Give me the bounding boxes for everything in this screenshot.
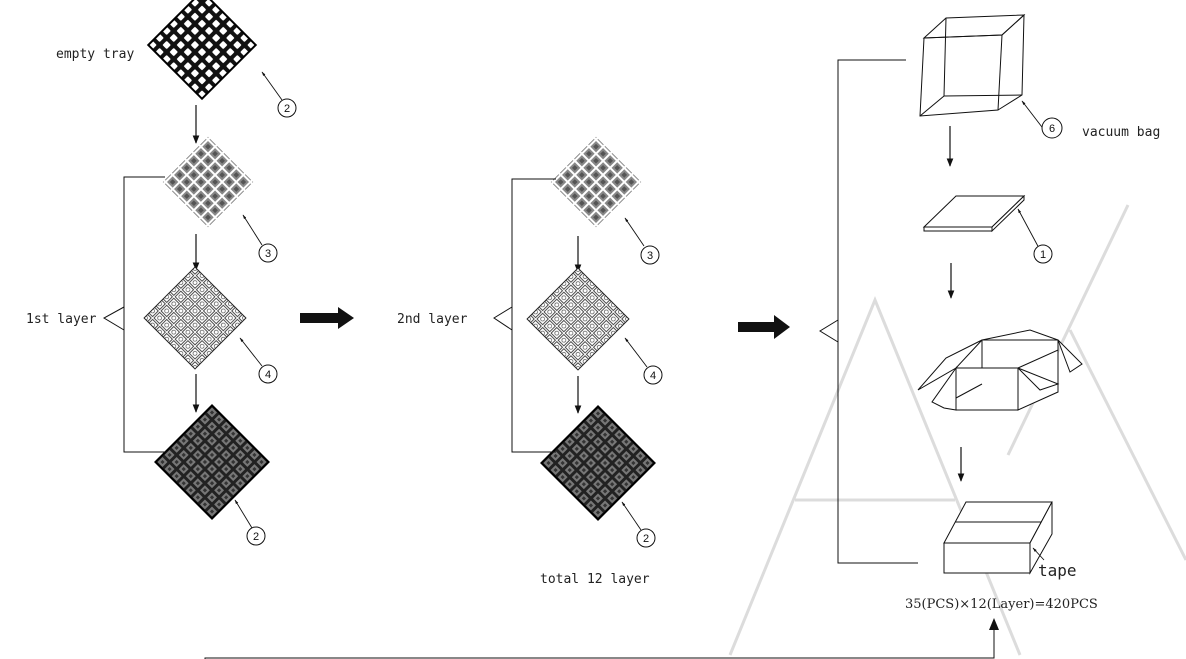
column-boxing: 6 vacuum bag 1: [819, 13, 1160, 612]
open-carton-icon: [917, 329, 1083, 411]
svg-text:3: 3: [647, 250, 653, 262]
total-layers-label: total 12 layer: [540, 572, 650, 587]
big-arrow-right-icon: [738, 315, 790, 339]
svg-text:3: 3: [265, 248, 271, 260]
big-arrow-right-icon: [300, 307, 354, 329]
column-second-layer: 3 4 2 2nd layer total 12 layer: [397, 136, 663, 587]
callout-4: 4: [258, 364, 278, 384]
chips-icon: [162, 136, 254, 228]
callout-1: 1: [1033, 244, 1053, 264]
return-line: [204, 618, 999, 659]
callout-3: 3: [258, 243, 278, 263]
insert-icon: [143, 266, 247, 370]
vacuum-bag-icon: [919, 13, 1026, 117]
callout-2: 2: [277, 98, 297, 118]
quantity-formula: 35(PCS)×12(Layer)=420PCS: [905, 597, 1098, 612]
callout-2: 2: [246, 526, 266, 546]
svg-text:2: 2: [643, 533, 649, 545]
svg-text:2: 2: [284, 103, 290, 115]
tape-label: tape: [1038, 561, 1077, 580]
callout-6: 6: [1041, 117, 1063, 139]
svg-text:1: 1: [1040, 249, 1046, 261]
callout-3: 3: [640, 245, 660, 265]
column-first-layer: empty tray 2 3 4: [26, 0, 297, 546]
callout-4: 4: [643, 365, 663, 385]
svg-text:4: 4: [265, 369, 271, 381]
svg-text:6: 6: [1049, 123, 1055, 135]
chips-icon: [550, 136, 642, 228]
sealed-carton-icon: [943, 501, 1053, 575]
first-layer-label: 1st layer: [26, 312, 97, 327]
second-layer-label: 2nd layer: [397, 312, 468, 327]
empty-tray-label: empty tray: [56, 47, 134, 62]
empty-tray-icon: [146, 0, 258, 101]
filled-tray-icon: [154, 404, 270, 520]
svg-text:4: 4: [650, 370, 656, 382]
callout-2: 2: [636, 528, 656, 548]
filled-tray-icon: [540, 405, 656, 521]
pad-sheet-icon: [922, 194, 1026, 233]
watermark: [728, 204, 1186, 656]
vacuum-bag-label: vacuum bag: [1082, 125, 1160, 140]
insert-icon: [526, 267, 630, 371]
svg-text:2: 2: [253, 531, 259, 543]
